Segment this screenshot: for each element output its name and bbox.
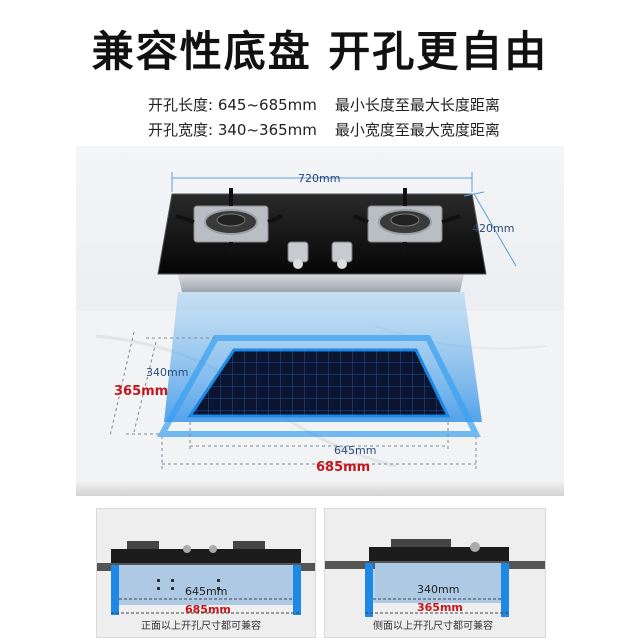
spec-width: 开孔宽度: 340~365mm 最小宽度至最大宽度距离 <box>148 119 500 140</box>
page-title: 兼容性底盘 开孔更自由 <box>91 27 549 76</box>
spec-length: 开孔长度: 645~685mm 最小长度至最大长度距离 <box>148 94 500 115</box>
spec-width-label: 开孔宽度: 340~365mm <box>148 121 317 139</box>
spec-width-note: 最小宽度至最大宽度距离 <box>334 121 500 139</box>
stove-depth-label: 420mm <box>472 222 515 235</box>
front-view-panel: 645mm 685mm 正面以上开孔尺寸都可兼容 <box>96 508 316 638</box>
side-view-panel: 340mm 365mm 侧面以上开孔尺寸都可兼容 <box>324 508 546 638</box>
side-view-diagram <box>325 539 545 617</box>
front-view-diagram <box>97 541 315 615</box>
burner-left <box>175 188 283 254</box>
cutout-max-width-label: 365mm <box>114 384 169 399</box>
burner-right <box>353 188 461 254</box>
countertop-edge <box>76 482 564 496</box>
side-caption: 侧面以上开孔尺寸都可兼容 <box>373 621 493 632</box>
side-measure-label: 340mm <box>417 583 460 596</box>
control-knobs <box>287 241 353 269</box>
front-measure-red-label: 685mm <box>185 603 231 616</box>
spec-length-note: 最小长度至最大长度距离 <box>334 96 500 114</box>
scene-illustration <box>76 172 564 486</box>
cutout-min-length-label: 645mm <box>334 444 377 457</box>
side-measure-red-label: 365mm <box>417 601 463 614</box>
cutout-max-length-label: 685mm <box>316 460 371 475</box>
front-measure-label: 645mm <box>185 585 228 598</box>
spec-length-label: 开孔长度: 645~685mm <box>148 96 317 114</box>
stove-width-label: 720mm <box>298 172 341 185</box>
front-caption: 正面以上开孔尺寸都可兼容 <box>141 621 261 632</box>
cutout-frame <box>156 335 481 437</box>
installation-scene: 720mm 420mm 340mm 365mm 645mm 685mm <box>76 146 564 496</box>
stove-chassis <box>178 274 464 292</box>
cutout-min-width-label: 340mm <box>146 366 189 379</box>
